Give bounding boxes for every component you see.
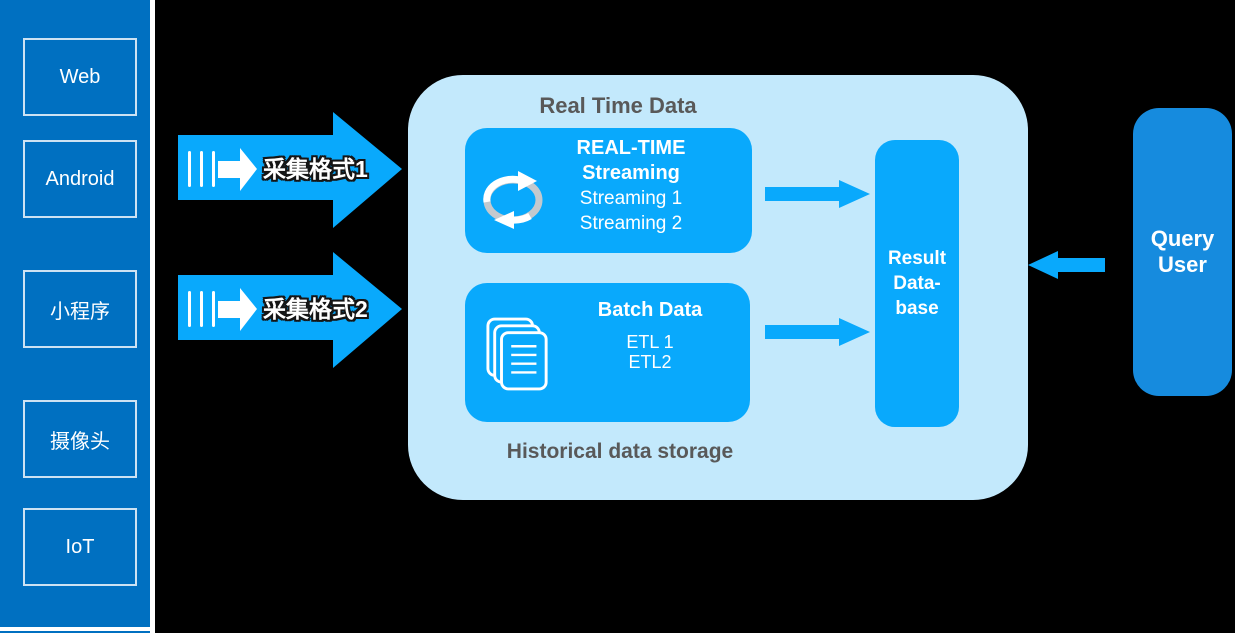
- source-web-label: Web: [59, 65, 101, 88]
- panel-bottom-title: Historical data storage: [506, 440, 734, 463]
- stream-tick-icon: [200, 291, 203, 327]
- query-to-result-arrow: [1028, 251, 1105, 279]
- source-mini-program-label: 小程序: [50, 300, 110, 323]
- realtime-title-line1: REAL-TIME: [576, 137, 686, 159]
- query-user-line-2: User: [1158, 252, 1207, 277]
- ingest-arrow-1: 采集格式1: [178, 112, 402, 228]
- batch-item-1: ETL 1: [626, 332, 674, 352]
- source-iot-label: IoT: [65, 535, 95, 558]
- stream-tick-icon: [188, 151, 191, 187]
- result-line-2: Data-: [893, 273, 941, 294]
- realtime-item-2: Streaming 2: [579, 213, 683, 234]
- stream-tick-icon: [200, 151, 203, 187]
- query-user-line-1: Query: [1150, 226, 1215, 251]
- ingest-arrow-2-label: 采集格式2: [263, 296, 368, 322]
- source-web: Web: [23, 38, 137, 116]
- sources-sidebar: Web Android 小程序 摄像头 IoT: [0, 0, 150, 633]
- result-line-3: base: [895, 298, 939, 319]
- query-user-node: Query User: [1133, 108, 1232, 396]
- sidebar-bottom-line: [0, 627, 150, 631]
- batch-title: Batch Data: [597, 299, 703, 321]
- stream-tick-icon: [188, 291, 191, 327]
- realtime-title-line2: Streaming: [582, 162, 680, 184]
- sync-icon: [483, 171, 543, 229]
- source-iot: IoT: [23, 508, 137, 586]
- stream-tick-icon: [212, 291, 215, 327]
- result-line-1: Result: [887, 248, 947, 269]
- source-android: Android: [23, 140, 137, 218]
- panel-top-title: Real Time Data: [539, 93, 697, 118]
- ingest-arrow-1-label: 采集格式1: [263, 156, 368, 182]
- pipeline-panel: Real Time Data REAL-TIME Streaming Strea…: [408, 75, 1028, 500]
- batch-data-node: Batch Data ETL 1 ETL2: [465, 283, 750, 422]
- streaming-to-result-arrow: [765, 180, 870, 208]
- stacked-documents-icon: [486, 317, 548, 391]
- realtime-node-text: REAL-TIME Streaming Streaming 1 Streamin…: [465, 128, 752, 253]
- stream-tick-icon: [212, 151, 215, 187]
- ingest-arrow-2: 采集格式2: [178, 252, 402, 368]
- batch-to-result-arrow: [765, 318, 870, 346]
- sidebar-divider: [150, 0, 155, 633]
- source-android-label: Android: [45, 167, 115, 190]
- realtime-streaming-node: REAL-TIME Streaming Streaming 1 Streamin…: [465, 128, 752, 253]
- realtime-item-1: Streaming 1: [579, 188, 683, 209]
- result-database-node: Result Data- base: [875, 140, 959, 427]
- source-camera-label: 摄像头: [50, 430, 110, 453]
- batch-node-text: Batch Data ETL 1 ETL2: [465, 283, 750, 422]
- source-mini-program: 小程序: [23, 270, 137, 348]
- batch-item-2: ETL2: [628, 352, 672, 372]
- source-camera: 摄像头: [23, 400, 137, 478]
